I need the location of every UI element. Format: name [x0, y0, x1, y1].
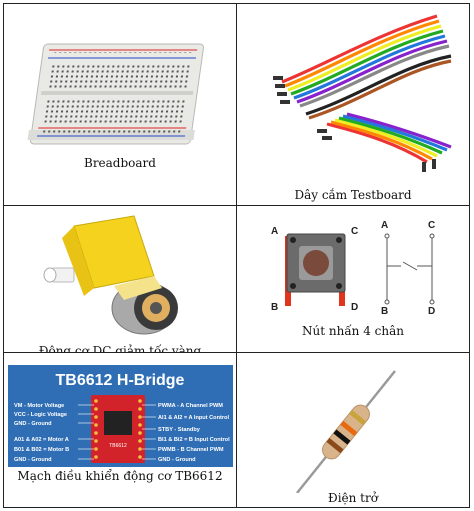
- tb6612-right-label: BI1 & Bi2 = B Input Control: [158, 437, 230, 443]
- caption-push-button: Nút nhấn 4 chân: [302, 324, 404, 338]
- pin-d-label: D: [351, 302, 358, 313]
- resistor-cell: Điện trở: [237, 353, 470, 508]
- button-schematic: [384, 233, 435, 305]
- tb6612-right-label: AI1 & AI2 = A Input Control: [158, 415, 229, 421]
- tb6612-right-label: PWMB - B Channel PWM: [158, 447, 224, 453]
- tb6612-left-label: B01 & B02 = Motor B: [14, 447, 69, 453]
- tb6612-left-label: GND - Ground: [14, 421, 52, 427]
- tb6612-right-label: GND - Ground: [158, 457, 196, 463]
- schematic-pin-d: D: [428, 306, 435, 316]
- tb6612-left-label: GND - Ground: [14, 457, 52, 463]
- caption-dc-motor: Động cơ DC giảm tốc vàng: [38, 344, 202, 353]
- push-button-image: A C B D A C B D: [271, 220, 435, 316]
- push-button-cell: A C B D A C B D Nút nhấn 4 chân: [237, 206, 470, 353]
- tb6612-left-label: VM - Motor Voltage: [14, 403, 64, 409]
- schematic-pin-a: A: [381, 220, 388, 231]
- pin-c-label: C: [351, 226, 358, 237]
- jumper-wires-image: [273, 14, 452, 172]
- caption-resistor: Điện trở: [328, 491, 378, 505]
- pin-a-label: A: [271, 226, 278, 237]
- resistor-image: [296, 370, 396, 493]
- breadboard-image: [27, 43, 204, 145]
- tb6612-image: TB6612 H-Bridge TB6612: [8, 365, 233, 467]
- dc-motor-image: [43, 215, 178, 335]
- schematic-pin-b: B: [381, 306, 388, 316]
- tb6612-left-label: A01 & A02 = Motor A: [14, 437, 69, 443]
- caption-tb6612: Mạch điều khiển động cơ TB6612: [17, 469, 223, 483]
- tb6612-right-label: PWMA - A Channel PWM: [158, 403, 223, 409]
- tb6612-left-label: VCC - Logic Voltage: [14, 412, 67, 418]
- tb6612-right-label: STBY - Standby: [158, 427, 201, 433]
- component-table: Breadboard: [3, 3, 470, 508]
- tb6612-cell: TB6612 H-Bridge TB6612: [4, 353, 237, 508]
- dc-motor-cell: Động cơ DC giảm tốc vàng: [4, 206, 237, 353]
- caption-breadboard: Breadboard: [84, 156, 156, 170]
- tb6612-chip-label: TB6612: [109, 443, 127, 449]
- tb6612-title: TB6612 H-Bridge: [56, 372, 185, 389]
- caption-jumper-wires: Dây cắm Testboard: [294, 188, 412, 202]
- breadboard-cell: Breadboard: [4, 4, 237, 206]
- schematic-pin-c: C: [428, 220, 435, 231]
- pin-b-label: B: [271, 302, 278, 313]
- button-photo: [285, 233, 346, 306]
- jumper-wires-cell: Dây cắm Testboard: [237, 4, 470, 206]
